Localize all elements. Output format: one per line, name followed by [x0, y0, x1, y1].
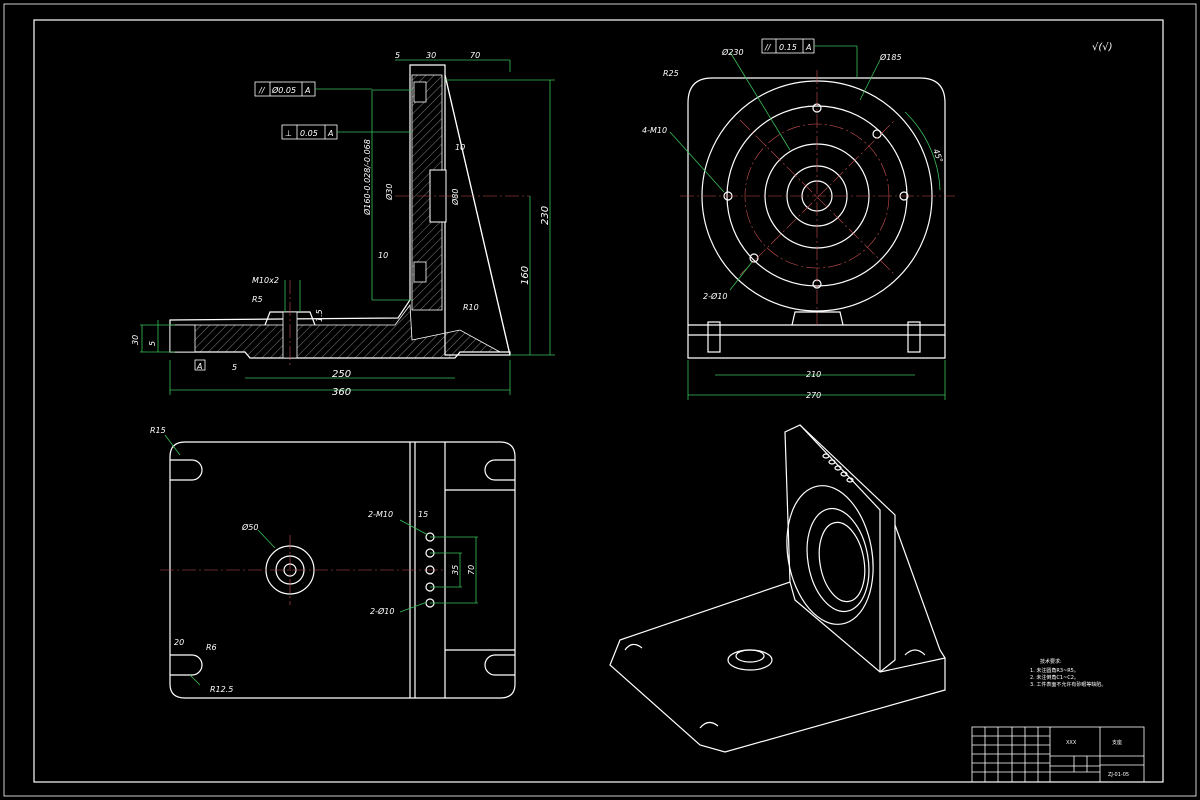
svg-text:A: A: [327, 129, 333, 138]
svg-text:5: 5: [148, 341, 157, 346]
svg-text:30: 30: [426, 51, 436, 60]
svg-text:R15: R15: [150, 426, 166, 435]
svg-text:10: 10: [455, 143, 465, 152]
front-section-outline: [169, 64, 511, 359]
svg-text:Ø230: Ø230: [721, 47, 744, 57]
svg-text:Ø0.05: Ø0.05: [271, 85, 296, 95]
svg-text:210: 210: [806, 370, 821, 379]
svg-text:10: 10: [378, 251, 388, 260]
svg-text:15: 15: [418, 510, 428, 519]
svg-text:R25: R25: [663, 69, 679, 78]
svg-text://: //: [258, 86, 266, 95]
svg-text:R6: R6: [206, 643, 217, 652]
bottom-slot: [413, 261, 427, 283]
svg-text:支座: 支座: [1112, 739, 1122, 746]
svg-text:2. 未注倒角C1~C2。: 2. 未注倒角C1~C2。: [1030, 674, 1079, 681]
svg-text:Ø160-0.028/-0.068: Ø160-0.028/-0.068: [362, 139, 372, 216]
svg-text:1. 未注圆角R3~R5。: 1. 未注圆角R3~R5。: [1030, 667, 1079, 674]
iso-base: [609, 581, 946, 753]
front-view: // Ø0.05 A ⊥ 0.05 A A 5 30 70 10 10 Ø160…: [131, 51, 555, 398]
top-slot: [413, 81, 427, 103]
svg-text:5: 5: [232, 363, 237, 372]
svg-text:0.15: 0.15: [779, 43, 797, 52]
drawing-border: [33, 19, 1164, 783]
svg-text:技术要求:: 技术要求:: [1040, 658, 1062, 665]
svg-text:70: 70: [467, 565, 476, 575]
svg-text:30: 30: [131, 335, 140, 345]
svg-text:Ø50: Ø50: [241, 522, 258, 532]
svg-text:35: 35: [451, 565, 460, 575]
isometric-view: [609, 424, 946, 753]
title-block: XXX 支座 ZJ-01-05: [971, 726, 1145, 783]
svg-text:160: 160: [520, 266, 531, 285]
svg-text:R10: R10: [463, 303, 479, 312]
svg-text:2-Ø10: 2-Ø10: [370, 606, 394, 616]
svg-text:Ø185: Ø185: [879, 52, 902, 62]
outer-frame: [3, 3, 1197, 797]
surface-finish-symbol: √(√): [1092, 42, 1113, 53]
svg-text:1.5: 1.5: [315, 309, 324, 322]
svg-text:R12.5: R12.5: [210, 685, 233, 694]
side-view: // Ø230 0.15 A Ø185 R25 4-M10 45° 2-Ø10 …: [642, 38, 955, 400]
svg-text:5: 5: [395, 51, 400, 60]
svg-text:230: 230: [540, 206, 551, 225]
svg-text:2-Ø10: 2-Ø10: [703, 291, 727, 301]
side-outline: [687, 77, 946, 359]
base-hatch: [174, 303, 501, 359]
svg-text:20: 20: [174, 638, 184, 647]
svg-text:270: 270: [806, 391, 821, 400]
svg-text:XXX: XXX: [1066, 740, 1077, 746]
svg-text:70: 70: [470, 51, 480, 60]
svg-text:0.05: 0.05: [300, 129, 318, 138]
svg-text://: //: [764, 43, 772, 52]
svg-text:Ø30: Ø30: [384, 184, 394, 201]
svg-text:Ø80: Ø80: [450, 189, 460, 206]
iso-boss: [727, 649, 773, 671]
iso-flange: [786, 485, 874, 625]
svg-text:3. 工件表面不允许有砂眼等缺陷。: 3. 工件表面不允许有砂眼等缺陷。: [1030, 681, 1106, 688]
svg-text:2-M10: 2-M10: [368, 510, 393, 519]
svg-text:√(√): √(√): [1092, 42, 1113, 53]
svg-text:R5: R5: [252, 295, 263, 304]
svg-text:45°: 45°: [931, 148, 944, 164]
left-step: [169, 324, 196, 353]
svg-text:A: A: [196, 362, 202, 371]
svg-text:⊥: ⊥: [285, 129, 292, 138]
technical-notes: 技术要求: 1. 未注圆角R3~R5。 2. 未注倒角C1~C2。 3. 工件表…: [1030, 658, 1106, 688]
svg-text:ZJ-01-05: ZJ-01-05: [1108, 772, 1129, 778]
svg-text:4-M10: 4-M10: [642, 126, 667, 135]
svg-text:360: 360: [332, 387, 351, 398]
top-view: R15 Ø50 2-M10 15 35 70 2-Ø10 20 R6 R12.5: [150, 426, 516, 699]
svg-text:A: A: [805, 43, 811, 52]
top-outline: [169, 441, 516, 699]
rib: [444, 74, 511, 356]
svg-text:A: A: [304, 86, 310, 95]
svg-text:250: 250: [332, 369, 351, 380]
svg-text:M10x2: M10x2: [252, 276, 279, 285]
